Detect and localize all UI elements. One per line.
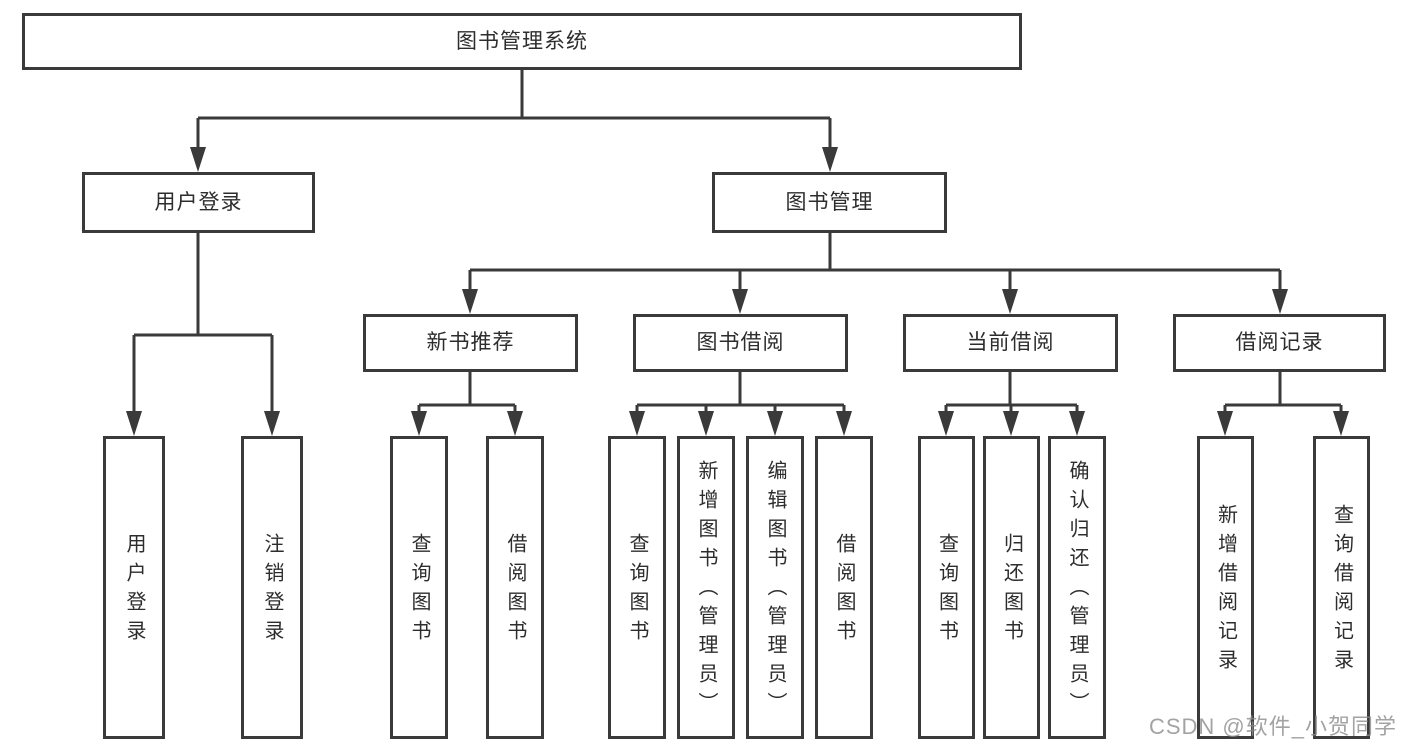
leaf-query-borrow-record: 查询借阅记录 (1313, 436, 1370, 739)
leaf-return-books: 归还图书 (983, 436, 1040, 739)
leaf-add-borrow-record: 新增借阅记录 (1197, 436, 1254, 739)
arrowhead-icons (126, 147, 1349, 436)
leaf-query-books-recommend: 查询图书 (390, 436, 448, 739)
node-borrowing-records: 借阅记录 (1173, 314, 1386, 372)
leaf-edit-book-admin: 编辑图书（管理员） (746, 436, 804, 739)
leaf-logout: 注销登录 (241, 436, 303, 739)
leaf-query-books-borrowing: 查询图书 (608, 436, 666, 739)
leaf-add-book-admin: 新增图书（管理员） (677, 436, 735, 739)
node-book-management: 图书管理 (712, 172, 947, 233)
leaf-borrow-books-recommend: 借阅图书 (486, 436, 544, 739)
node-book-borrowing: 图书借阅 (633, 314, 848, 372)
node-new-book-recommendation: 新书推荐 (363, 314, 578, 372)
node-root-system: 图书管理系统 (22, 13, 1022, 70)
node-user-login: 用户登录 (82, 172, 315, 233)
leaf-borrow-books: 借阅图书 (815, 436, 873, 739)
leaf-confirm-return-admin: 确认归还（管理员） (1048, 436, 1106, 739)
watermark: CSDN @软件_小贺同学 (1148, 714, 1397, 739)
leaf-query-books-current: 查询图书 (918, 436, 975, 739)
leaf-user-login: 用户登录 (103, 436, 165, 739)
node-current-borrowing: 当前借阅 (903, 314, 1118, 372)
